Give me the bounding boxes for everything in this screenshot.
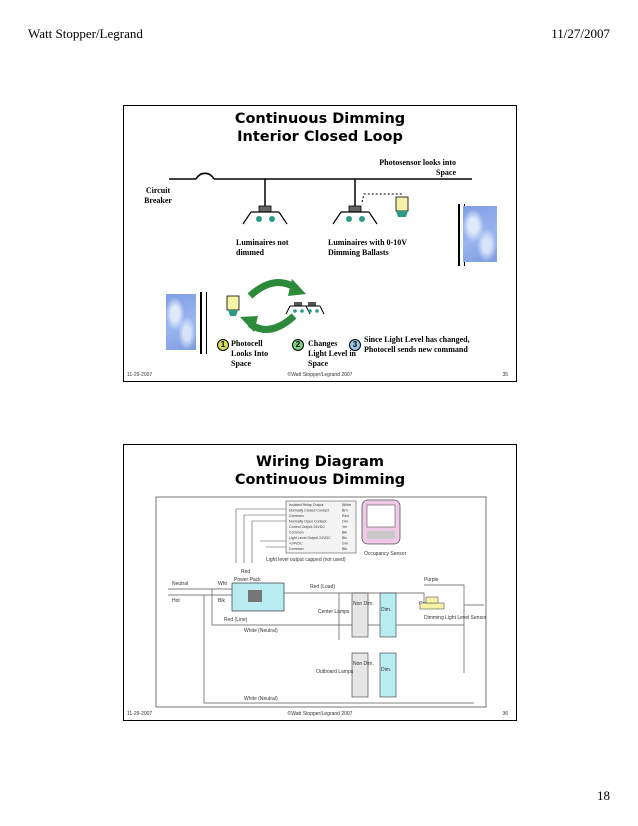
terminal-row-color: Grn: [342, 542, 348, 546]
white-neutral-bottom-label: White (Neutral): [244, 696, 278, 702]
circuit-breaker-label: Circuit Breaker: [144, 186, 172, 205]
step-1-label: Photocell Looks Into Space: [231, 339, 269, 368]
red-line-label: Red (Line): [224, 617, 248, 623]
terminal-row-label: Isolated Relay Output: [289, 503, 324, 507]
terminal-row-label: Common: [289, 531, 304, 535]
luminaires-dimming-label: Luminaires with 0-10V Dimming Ballasts: [328, 238, 407, 257]
slide-title-line1: Continuous Dimming: [234, 111, 406, 127]
terminal-row-label: +24VDC: [289, 542, 303, 546]
slide-footer-date: 11-29-2007: [127, 372, 153, 378]
slide-footer-number: 35: [502, 372, 508, 378]
outboard-lamps-ballasts: [351, 652, 397, 698]
terminal-row-color: Red: [342, 514, 349, 518]
header-left-title: Watt Stopper/Legrand: [28, 26, 143, 41]
sky-window-image-right: [463, 206, 497, 262]
header-date: 11/27/2007: [551, 26, 610, 41]
terminal-row-color: White: [342, 503, 351, 507]
photosensor-label: Photosensor looks into Space: [379, 158, 456, 177]
light-level-capped-label: Light level output capped (not used): [266, 557, 346, 563]
purple-label: Purple: [424, 577, 439, 583]
luminaire-not-dimmed-icon: [242, 179, 288, 225]
center-lamps-label: Center Lamps: [318, 609, 350, 615]
non-dim-center-label: Non Dim.: [353, 601, 374, 607]
step-2-badge: 2: [292, 339, 304, 351]
step-3-label: Since Light Level has changed, Photocell…: [364, 335, 470, 354]
red-wire-label: Red: [241, 569, 250, 575]
occupancy-sensor-icon: [361, 499, 401, 545]
step-3-badge: 3: [349, 339, 361, 351]
slide-title-line2: Interior Closed Loop: [237, 129, 403, 145]
control-wires: [235, 508, 286, 563]
slide-wiring-diagram: Wiring Diagram Continuous Dimming Isolat…: [123, 444, 517, 721]
dimming-light-sensor-icon: [419, 596, 445, 610]
occupancy-sensor-label: Occupancy Sensor: [364, 551, 407, 557]
terminal-row-label: Normally Open Contact: [289, 520, 326, 524]
terminal-row-color: Blk: [342, 547, 347, 551]
dimming-sensor-label: Dimming Light Level Sensor: [424, 615, 487, 621]
neutral-label: Neutral: [172, 581, 188, 587]
luminaires-not-dimmed-label: Luminaires not dimmed: [236, 238, 289, 257]
dim-outboard-label: Dim.: [381, 667, 391, 673]
white-neutral-label: White (Neutral): [244, 628, 278, 634]
slide-title: Wiring Diagram Continuous Dimming: [124, 453, 516, 489]
slide-title: Continuous Dimming Interior Closed Loop: [124, 110, 516, 146]
slide-title-line1: Wiring Diagram: [255, 454, 385, 470]
dim-center-label: Dim.: [381, 607, 391, 613]
slide-footer-copyright: ©Watt Stopper/Legrand 2007: [287, 711, 353, 717]
bus-line: [169, 172, 472, 180]
slide-continuous-dimming: Continuous Dimming Interior Closed Loop: [123, 105, 517, 382]
step-2-label: Changes Light Level in Space: [308, 339, 357, 368]
power-pack-label: Power Pack: [234, 577, 261, 583]
terminal-row-label: Control Output 24VDC: [289, 525, 325, 529]
small-luminaires-icon: [285, 302, 325, 315]
terminal-row-color: Yel: [342, 525, 347, 529]
small-photocell-icon: [226, 295, 240, 316]
terminal-row-label: Common: [289, 514, 304, 518]
red-load-label: Red (Load): [310, 584, 335, 590]
outboard-lamps-label: Outboard Lamps: [316, 669, 354, 675]
power-pack-icon: [231, 582, 285, 612]
step-1-badge: 1: [217, 339, 229, 351]
slide-title-line2: Continuous Dimming: [234, 472, 406, 488]
page-number: 18: [597, 788, 610, 803]
line-wires: [168, 584, 484, 704]
closed-loop-diagram: [169, 172, 472, 333]
terminal-row-label: Common: [289, 547, 304, 551]
terminal-row-color: Brn: [342, 509, 348, 513]
photosensor-icon: [395, 196, 409, 217]
luminaire-dimming-icon: [332, 179, 402, 225]
terminal-row-color: Orn: [342, 520, 348, 524]
slide-footer-number: 36: [502, 711, 508, 717]
terminal-row-label: Light Level Output 24VDC: [289, 536, 331, 540]
terminal-row-label: Normally Closed Contact: [289, 509, 329, 513]
slide-footer-copyright: ©Watt Stopper/Legrand 2007: [287, 372, 353, 378]
wht-label: Wht: [218, 581, 228, 587]
blk-label: Blk: [218, 598, 225, 604]
non-dim-outboard-label: Non Dim.: [353, 661, 374, 667]
center-lamps-ballasts: [351, 592, 397, 638]
terminal-row-color: Blk: [342, 531, 347, 535]
hot-label: Hot: [172, 598, 180, 604]
feedback-loop-arrows-icon: [240, 279, 306, 333]
slide-footer-date: 11-29-2007: [127, 711, 153, 717]
window-frame-left: [200, 292, 207, 354]
terminal-row-color: Blu: [342, 536, 347, 540]
sky-window-image-left: [166, 294, 196, 350]
